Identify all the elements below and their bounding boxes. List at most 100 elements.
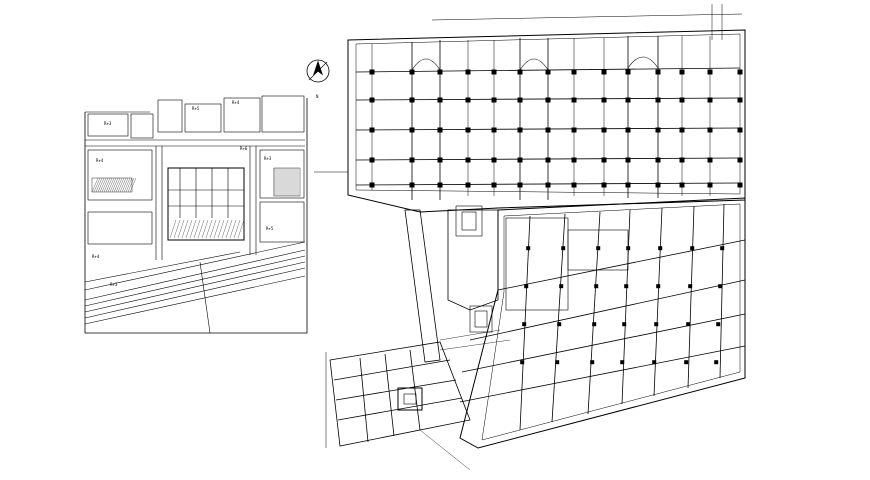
column-footing: [601, 97, 607, 103]
column-footing: [601, 157, 607, 163]
column-footing: [679, 127, 685, 133]
column-footing: [658, 246, 663, 251]
column-footings: [369, 69, 743, 365]
column-footing: [601, 69, 607, 75]
column-footing: [592, 322, 597, 327]
site-plan-inset: [84, 95, 308, 334]
column-footing: [437, 157, 443, 163]
column-footing: [520, 360, 525, 365]
block-label: R+3: [264, 156, 272, 161]
column-footing: [625, 69, 631, 75]
column-footing: [437, 97, 443, 103]
block-label: R+3: [110, 282, 118, 287]
column-footing: [679, 182, 685, 188]
column-footing: [601, 182, 607, 188]
column-footing: [517, 182, 523, 188]
column-footing: [625, 97, 631, 103]
column-footing: [601, 127, 607, 133]
column-footing: [369, 157, 375, 163]
column-footing: [491, 69, 497, 75]
column-footing: [707, 97, 713, 103]
column-footing: [720, 246, 725, 251]
column-footing: [737, 97, 743, 103]
column-footing: [545, 97, 551, 103]
column-footing: [437, 182, 443, 188]
column-footing: [571, 127, 577, 133]
column-footing: [679, 97, 685, 103]
column-footing: [571, 97, 577, 103]
column-footing: [465, 69, 471, 75]
column-footing: [409, 127, 415, 133]
column-footing: [707, 69, 713, 75]
column-footing: [714, 360, 719, 365]
column-footing: [409, 182, 415, 188]
column-footing: [625, 157, 631, 163]
column-footing: [409, 69, 415, 75]
site-plan-labels: R+3 R+5 R+4 R+4 R+3 R+5 R+4 R+3 R+6: [92, 100, 274, 287]
column-footing: [707, 127, 713, 133]
column-footing: [465, 97, 471, 103]
column-footing: [620, 360, 625, 365]
column-footing: [465, 182, 471, 188]
column-footing: [517, 97, 523, 103]
column-footing: [625, 127, 631, 133]
column-footing: [545, 69, 551, 75]
column-footing: [491, 182, 497, 188]
column-footing: [686, 322, 691, 327]
column-footing: [626, 246, 631, 251]
column-footing: [655, 69, 661, 75]
column-footing: [437, 69, 443, 75]
column-footing: [545, 157, 551, 163]
column-footing: [716, 322, 721, 327]
column-footing: [526, 246, 531, 251]
column-footing: [655, 157, 661, 163]
column-footing: [679, 69, 685, 75]
block-label: R+4: [96, 158, 104, 163]
column-footing: [622, 322, 627, 327]
compass-label: N: [316, 94, 319, 99]
column-footing: [690, 246, 695, 251]
compass-icon: [306, 59, 330, 83]
column-footing: [571, 157, 577, 163]
site-plan-hatching: [91, 168, 299, 239]
block-label: R+4: [232, 100, 240, 105]
column-footing: [737, 157, 743, 163]
column-footing: [465, 157, 471, 163]
column-footing: [594, 284, 599, 289]
column-footing: [491, 97, 497, 103]
column-footing: [737, 127, 743, 133]
column-footing: [517, 157, 523, 163]
column-footing: [655, 127, 661, 133]
column-footing: [409, 157, 415, 163]
column-footing: [684, 360, 689, 365]
column-footing: [517, 69, 523, 75]
column-footing: [545, 127, 551, 133]
column-footing: [688, 284, 693, 289]
column-footing: [590, 360, 595, 365]
column-footing: [737, 69, 743, 75]
column-footing: [656, 284, 661, 289]
column-footing: [465, 127, 471, 133]
block-label: R+5: [192, 106, 200, 111]
column-footing: [561, 246, 566, 251]
column-footing: [596, 246, 601, 251]
block-label: R+3: [104, 121, 112, 126]
column-footing: [369, 97, 375, 103]
column-footing: [718, 284, 723, 289]
column-footing: [655, 182, 661, 188]
column-footing: [409, 97, 415, 103]
column-footing: [491, 157, 497, 163]
block-label: R+4: [92, 254, 100, 259]
column-footing: [524, 284, 529, 289]
column-footing: [654, 322, 659, 327]
connector-corridor: [404, 205, 511, 363]
column-footing: [555, 360, 560, 365]
column-footing: [655, 97, 661, 103]
column-footing: [625, 182, 631, 188]
column-footing: [437, 127, 443, 133]
lower-block: [459, 197, 746, 449]
column-footing: [369, 127, 375, 133]
column-footing: [557, 322, 562, 327]
column-footing: [707, 182, 713, 188]
